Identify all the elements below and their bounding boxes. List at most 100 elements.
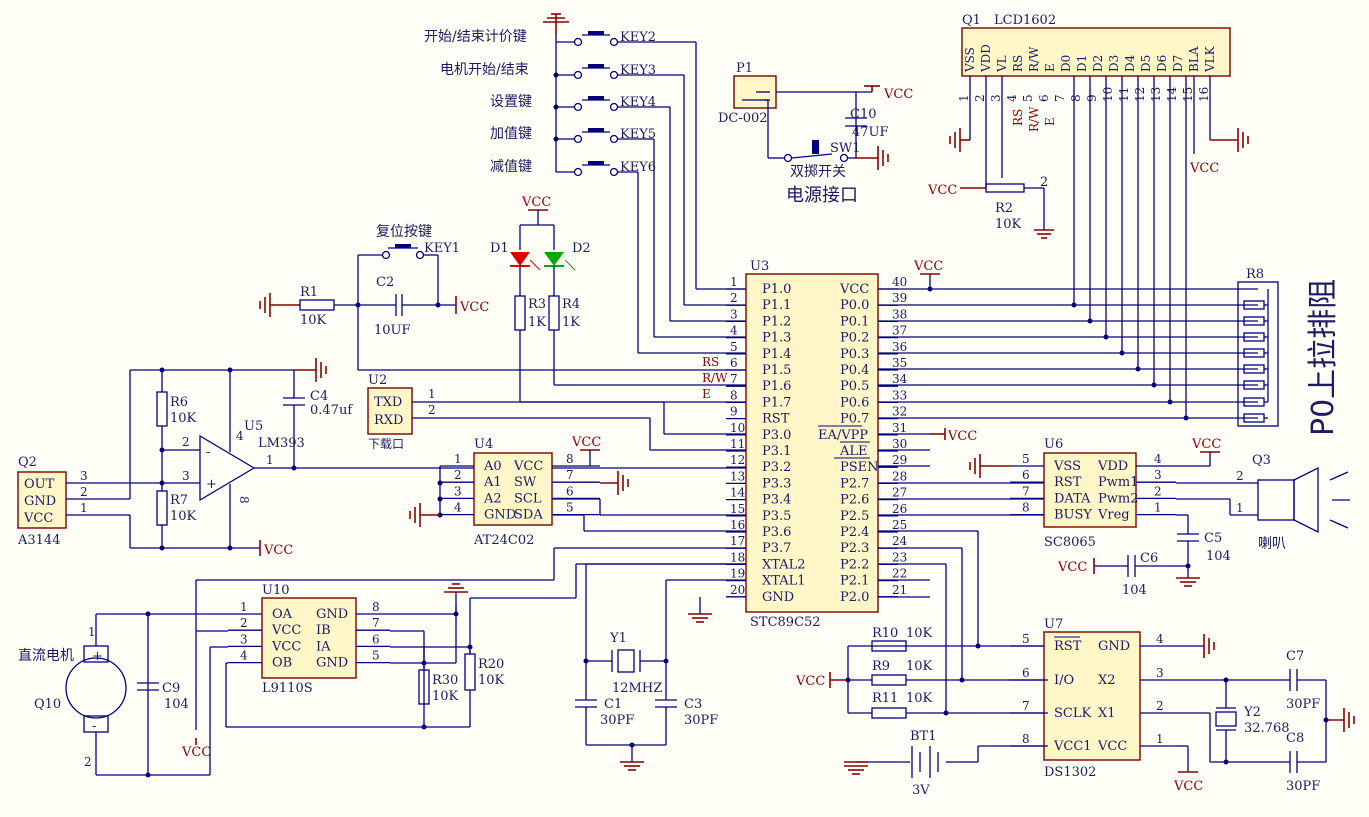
motor-label: 直流电机 xyxy=(18,647,74,664)
c3-value: 30PF xyxy=(684,713,718,728)
u3-pin-19-number: 19 xyxy=(730,567,745,581)
key6-switch xyxy=(556,161,746,354)
u5-label: U5 xyxy=(244,419,263,434)
u3-pin-8-number: 8 xyxy=(730,388,738,402)
c4-value: 0.47uf xyxy=(310,403,353,418)
speaker-label: 喇叭 xyxy=(1258,536,1286,552)
u3-pin-12-name: P3.2 xyxy=(762,460,791,475)
c9-label: C9 xyxy=(162,681,180,696)
u10-pin-8-name: GND xyxy=(316,607,348,622)
c1-value: 30PF xyxy=(600,713,634,728)
key6-desc: 减值键 xyxy=(490,159,532,175)
motor-minus: - xyxy=(92,719,96,734)
lcd-pin-13-name: D6 xyxy=(1155,55,1169,72)
u6-pin-8-number: 8 xyxy=(1022,501,1030,515)
comp-plus: + xyxy=(206,477,217,492)
vcc-label: VCC xyxy=(795,674,825,689)
u10-pin-1-number: 1 xyxy=(240,600,248,614)
vcc-label: VCC xyxy=(947,429,977,444)
lcd-pin-8-number: 8 xyxy=(1069,94,1083,102)
u7-pin-3-name: X2 xyxy=(1098,673,1116,688)
u10-label: U10 xyxy=(262,583,290,598)
vcc-label: VCC xyxy=(459,300,489,315)
u3-pin-35-number: 35 xyxy=(892,356,907,370)
vcc-label: VCC xyxy=(1057,560,1087,575)
r1-label: R1 xyxy=(300,285,318,300)
c2-value: 10UF xyxy=(374,323,411,338)
q2-vcc: VCC xyxy=(23,511,53,526)
key-group: 开始/结束计价键 电机开始/结束 设置键 加值键 减值键 KEY2 KEY3 K… xyxy=(424,13,746,354)
u3-pin-37-name: P0.2 xyxy=(840,331,869,346)
u3-pin-22-number: 22 xyxy=(892,567,907,581)
r2-pin2: 2 xyxy=(1040,175,1048,190)
key5-label: KEY5 xyxy=(620,127,656,142)
u3-pin-14-name: P3.4 xyxy=(762,493,791,508)
key3-switch xyxy=(556,64,746,306)
u7-pin-2-name: X1 xyxy=(1098,706,1116,721)
u3-pin-36-name: P0.3 xyxy=(840,347,869,362)
lcd1602: Q1 LCD1602 VSS1VDD2VL3RS4R/W5E6D07D18D29… xyxy=(927,13,1249,418)
bt1-value: 3V xyxy=(912,783,930,798)
u3-pin-13-number: 13 xyxy=(730,469,745,483)
r4-value: 1K xyxy=(562,315,580,330)
u3-pin-36-number: 36 xyxy=(892,340,907,354)
vcc-label: VCC xyxy=(1191,437,1221,452)
u4-pin-4-number: 4 xyxy=(454,501,462,515)
u3-pin-30-number: 30 xyxy=(892,437,907,451)
lcd-pin-14-number: 14 xyxy=(1165,86,1179,102)
vcc-label: VCC xyxy=(1189,161,1219,176)
u7-label: U7 xyxy=(1044,617,1063,632)
u3-pin-18-name: XTAL2 xyxy=(762,557,806,572)
u3-pin-25-name: P2.4 xyxy=(840,525,869,540)
r20-value: 10K xyxy=(478,673,505,688)
q10-pin2: 2 xyxy=(84,755,92,769)
lcd-pin-9-name: D2 xyxy=(1091,55,1105,72)
q3-label: Q3 xyxy=(1252,453,1271,468)
u4-pin-4-name: GND xyxy=(484,508,516,523)
u3-pin-4-number: 4 xyxy=(730,324,738,338)
u4-pin-8-name: VCC xyxy=(513,459,543,474)
d2-label: D2 xyxy=(572,241,591,256)
u7-model: DS1302 xyxy=(1044,765,1096,780)
u4-pin-2-number: 2 xyxy=(454,468,462,482)
c8-label: C8 xyxy=(1286,731,1304,746)
lcd-pin-8-name: D1 xyxy=(1075,55,1089,72)
u6-pin-7-name: DATA xyxy=(1054,491,1091,506)
u10-pin-1-name: OA xyxy=(272,607,293,622)
u6-pin-4-number: 4 xyxy=(1154,452,1162,466)
u3-pin-16-number: 16 xyxy=(730,518,745,532)
txd-label: TXD xyxy=(374,395,402,410)
u3-pin-33-number: 33 xyxy=(892,388,907,402)
u5-pin1: 1 xyxy=(266,453,274,467)
u7-pin-6-number: 6 xyxy=(1022,666,1030,680)
u3-pin-31-number: 31 xyxy=(892,421,907,435)
vcc-label: VCC xyxy=(181,745,211,760)
u10-pin-5-number: 5 xyxy=(372,649,380,663)
lcd-pin-13-number: 13 xyxy=(1149,87,1163,102)
u3-pin-1-name: P1.0 xyxy=(762,282,791,297)
u3-pin-29-name: PSEN xyxy=(840,460,879,475)
comp-minus: - xyxy=(206,445,210,460)
r20-label: R20 xyxy=(478,657,504,672)
vcc-label: VCC xyxy=(521,195,551,210)
q2-out: OUT xyxy=(24,477,55,492)
u3-pin-27-name: P2.6 xyxy=(840,493,869,508)
r8-label: R8 xyxy=(1246,267,1264,282)
u2-pin1: 1 xyxy=(428,387,436,401)
u7-pin-3-number: 3 xyxy=(1156,666,1164,680)
u4-pin-7-number: 7 xyxy=(566,468,574,482)
c5-label: C5 xyxy=(1204,531,1222,546)
key4-label: KEY4 xyxy=(620,95,656,110)
u3-pin-19-name: XTAL1 xyxy=(762,574,806,589)
u10-pin-2-name: VCC xyxy=(271,623,301,638)
key4-desc: 设置键 xyxy=(490,94,532,110)
u3-pin-38-name: P0.1 xyxy=(840,314,869,329)
u3-pin-27-number: 27 xyxy=(892,486,907,500)
u3-pin-9-name: RST xyxy=(762,412,790,427)
led-group: VCC D1 D2 R3 1K R4 1K xyxy=(490,195,591,402)
u3-pin-10-number: 10 xyxy=(730,421,745,435)
u3-pin-7-name: P1.6 xyxy=(762,379,791,394)
c1-label: C1 xyxy=(604,697,622,712)
